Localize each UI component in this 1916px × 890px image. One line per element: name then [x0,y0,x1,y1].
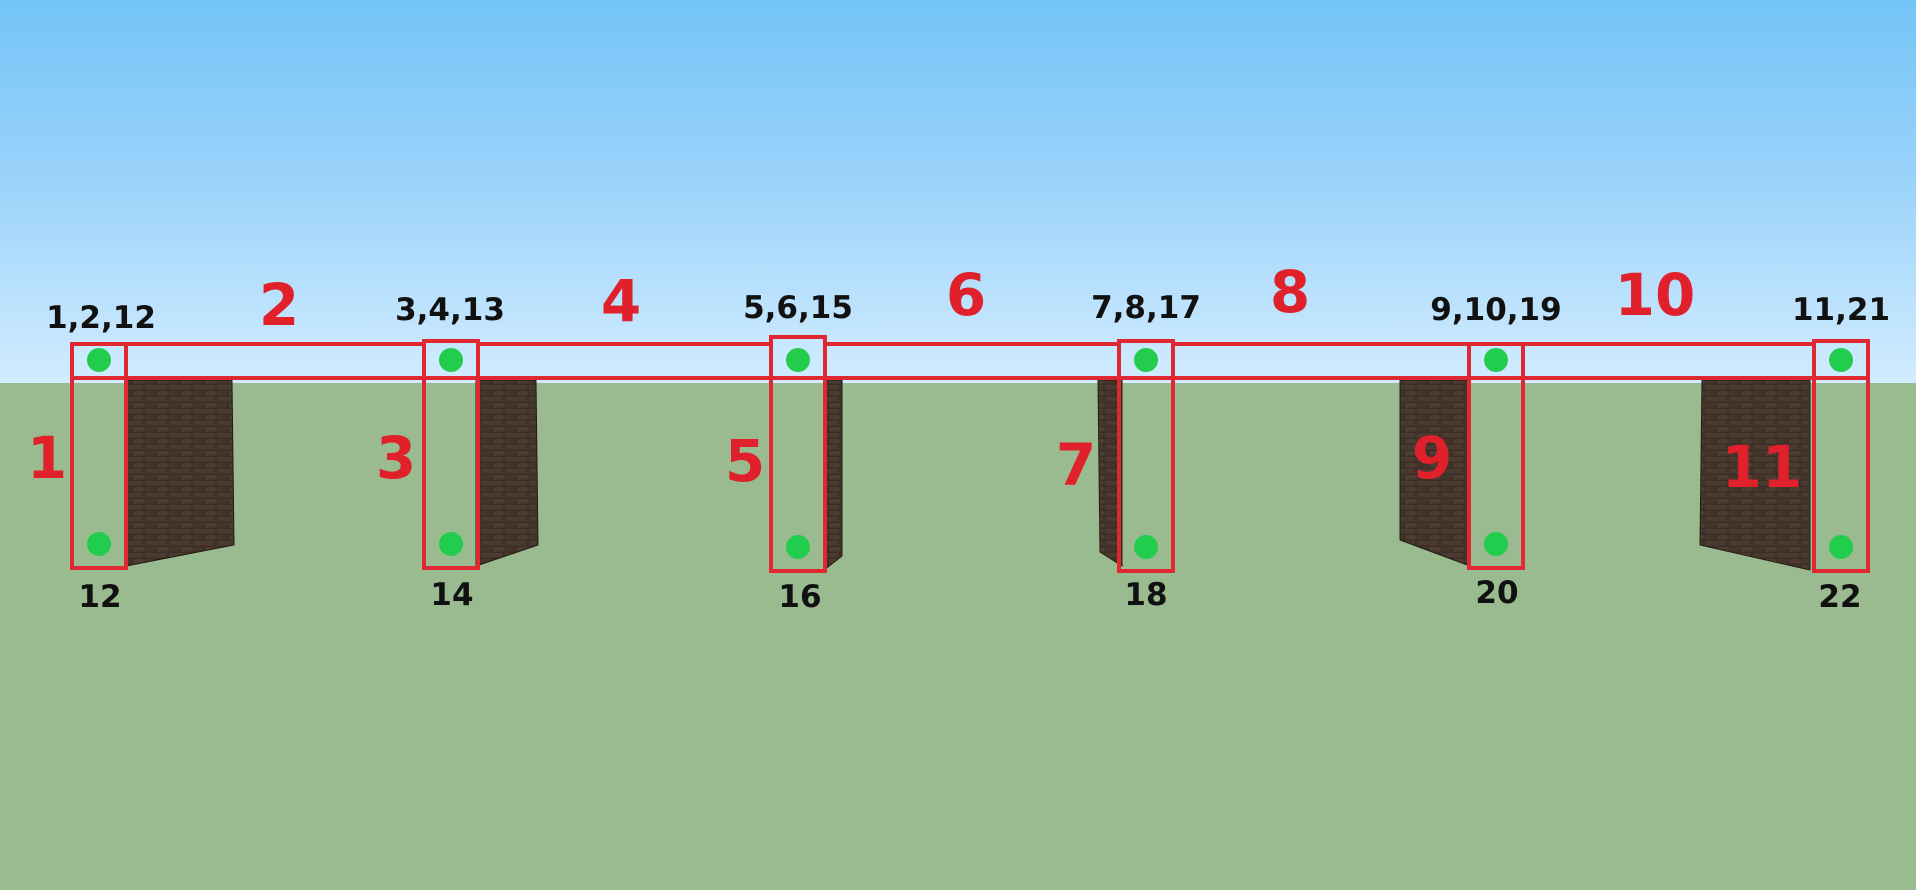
node-label-bottom-3: 16 [778,579,821,615]
bottom-node-dot-1 [87,532,111,556]
bottom-node-dot-3 [786,535,810,559]
top-node-dot-5 [1484,348,1508,372]
ground-plane [0,383,1916,890]
column-label-3: 3 [376,424,416,492]
top-node-dot-6 [1829,348,1853,372]
node-label-bottom-6: 22 [1818,579,1861,615]
member-outlines [70,335,1870,573]
beam-outline-1 [124,342,426,380]
node-label-bottom-2: 14 [430,577,473,613]
column-outline-6 [1812,339,1870,573]
column-label-11: 11 [1722,433,1803,501]
beam-outline-5 [1521,342,1816,380]
node-label-top-5: 9,10,19 [1430,292,1561,328]
beam-label-2: 2 [259,271,299,339]
column-label-7: 7 [1056,431,1096,499]
node-dots [87,348,1853,559]
beam-outline-3 [823,342,1121,380]
node-label-bottom-1: 12 [78,579,121,615]
top-node-dot-3 [786,348,810,372]
bottom-node-dot-4 [1134,535,1158,559]
beam-label-6: 6 [946,261,986,329]
bottom-node-dot-5 [1484,532,1508,556]
top-node-dot-4 [1134,348,1158,372]
column-outline-5 [1467,342,1525,570]
brick-wall-1 [125,379,235,567]
beam-label-8: 8 [1270,258,1310,326]
beam-label-4: 4 [601,267,641,335]
node-label-bottom-4: 18 [1124,577,1167,613]
brick-walls [125,379,1811,572]
column-outline-3 [769,335,827,573]
column-label-9: 9 [1412,424,1452,492]
column-outline-1 [70,342,128,570]
column-label-5: 5 [725,427,765,495]
column-outline-4 [1117,339,1175,573]
beam-label-10: 10 [1615,261,1696,329]
top-node-dot-2 [439,348,463,372]
node-label-top-1: 1,2,12 [46,300,156,336]
node-label-top-2: 3,4,13 [395,292,505,328]
node-label-top-3: 5,6,15 [743,290,853,326]
brick-wall-2 [475,379,539,567]
column-label-1: 1 [27,424,67,492]
sky-background [0,0,1916,383]
node-label-top-4: 7,8,17 [1091,290,1201,326]
bottom-node-dot-2 [439,532,463,556]
column-outline-2 [422,339,480,570]
top-node-dot-1 [87,348,111,372]
beam-outline-2 [476,342,773,380]
node-label-top-6: 11,21 [1792,292,1890,328]
beam-outline-4 [1171,342,1471,380]
bottom-node-dot-6 [1829,535,1853,559]
node-label-bottom-5: 20 [1475,575,1518,611]
